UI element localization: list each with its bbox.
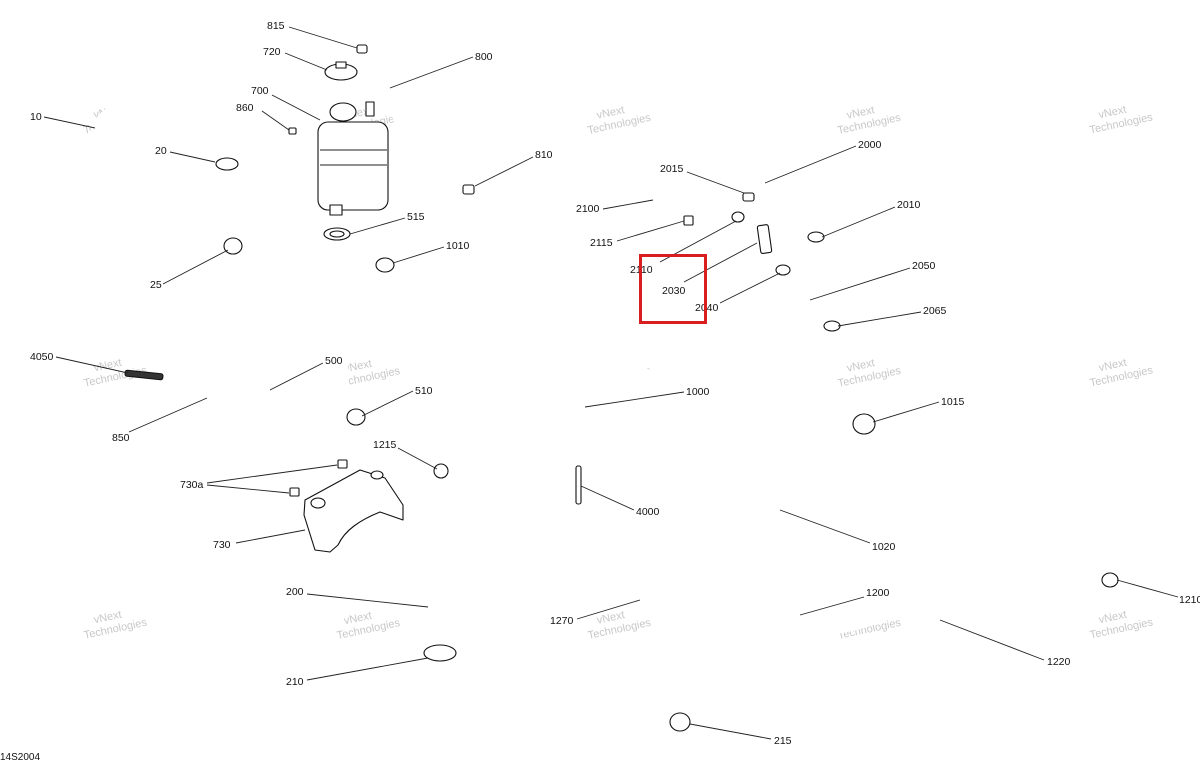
ring-515[interactable] (323, 227, 351, 241)
part-labels: 815 720 800 700 860 10 20 25 810 515 101… (30, 20, 1200, 747)
hose-1270[interactable] (482, 536, 758, 656)
label-1000: 1000 (686, 386, 710, 398)
hose-500[interactable] (251, 243, 359, 448)
coolant-tank-700[interactable] (317, 101, 389, 216)
watermark: vNext (1098, 609, 1128, 627)
label-1215: 1215 (373, 439, 397, 451)
label-515: 515 (407, 211, 425, 223)
label-730: 730 (213, 539, 231, 551)
hose-200[interactable] (430, 590, 660, 750)
clamp-2110[interactable] (731, 211, 745, 223)
hose-1200[interactable] (451, 477, 1088, 635)
label-700: 700 (251, 85, 269, 97)
label-1200: 1200 (866, 587, 890, 599)
clamp-1210[interactable] (1101, 572, 1119, 588)
label-2010: 2010 (897, 199, 921, 211)
clamp-810[interactable] (462, 184, 475, 195)
label-1010: 1010 (446, 240, 470, 252)
label-1020: 1020 (872, 541, 896, 553)
label-25: 25 (150, 279, 162, 291)
clamp-1215[interactable] (433, 463, 449, 479)
clip-2115[interactable] (683, 215, 694, 226)
label-10: 10 (30, 111, 42, 123)
hose-2050[interactable] (785, 285, 820, 323)
label-2110: 2110 (630, 264, 653, 276)
label-510: 510 (415, 385, 433, 397)
label-2050: 2050 (912, 260, 936, 272)
watermark: vNext (93, 609, 123, 627)
label-4050: 4050 (30, 351, 54, 363)
label-2100: 2100 (576, 203, 600, 215)
clamp-1010[interactable] (375, 257, 395, 273)
label-720: 720 (263, 46, 281, 58)
label-500: 500 (325, 355, 343, 367)
diagram-reference: 14S2004 (0, 752, 41, 763)
label-2000: 2000 (858, 139, 882, 151)
label-2030: 2030 (662, 285, 686, 297)
watermark: vNext (343, 358, 373, 376)
clamp-25[interactable] (223, 237, 243, 255)
clip-730a-upper[interactable] (337, 459, 348, 469)
hose-800[interactable] (360, 3, 464, 192)
label-200: 200 (286, 586, 304, 598)
tie-strap-4050[interactable] (124, 369, 164, 381)
clamp-2015[interactable] (742, 192, 755, 202)
clamp-215[interactable] (669, 712, 691, 732)
clip-860[interactable] (288, 127, 297, 135)
label-210: 210 (286, 676, 304, 688)
clamp-2010[interactable] (807, 231, 825, 243)
connector-4000[interactable] (575, 465, 582, 505)
label-2015: 2015 (660, 163, 684, 175)
clamp-2040[interactable] (775, 264, 791, 276)
hose-10[interactable] (89, 55, 233, 248)
hose-1220[interactable] (803, 544, 1085, 684)
watermark: vNext (1098, 104, 1128, 122)
label-850: 850 (112, 432, 130, 444)
clamp-210[interactable] (423, 644, 457, 662)
label-1210: 1210 (1179, 594, 1200, 606)
clamp-20[interactable] (215, 157, 239, 171)
watermark: vNext (846, 357, 876, 375)
label-215: 215 (774, 735, 792, 747)
hose-2100[interactable] (653, 191, 731, 213)
clamp-1015[interactable] (852, 413, 876, 435)
label-730a: 730a (180, 479, 204, 491)
label-2115: 2115 (590, 237, 613, 249)
label-20: 20 (155, 145, 167, 157)
label-4000: 4000 (636, 506, 660, 518)
label-810: 810 (535, 149, 553, 161)
label-1015: 1015 (941, 396, 965, 408)
hose-850[interactable] (206, 142, 282, 447)
hose-1020[interactable] (433, 338, 829, 508)
clamp-510[interactable] (346, 408, 366, 426)
label-860: 860 (236, 102, 254, 114)
label-1270: 1270 (550, 615, 574, 627)
watermark: vNext (1098, 357, 1128, 375)
watermark: vNext (596, 104, 626, 122)
label-2065: 2065 (923, 305, 947, 317)
bracket-730[interactable] (303, 469, 404, 553)
label-2040: 2040 (695, 302, 719, 314)
watermark: vNext (596, 609, 626, 627)
label-800: 800 (475, 51, 493, 63)
hose-2000[interactable] (724, 142, 801, 231)
clamp-2065[interactable] (823, 320, 841, 332)
label-1220: 1220 (1047, 656, 1071, 668)
label-815: 815 (267, 20, 285, 32)
watermark: vNext (343, 610, 373, 628)
clamp-815[interactable] (356, 44, 368, 54)
watermark: vNext (846, 104, 876, 122)
fitting-2030[interactable] (756, 224, 773, 254)
cap-720[interactable] (324, 61, 358, 81)
clip-730a-lower[interactable] (289, 487, 300, 497)
